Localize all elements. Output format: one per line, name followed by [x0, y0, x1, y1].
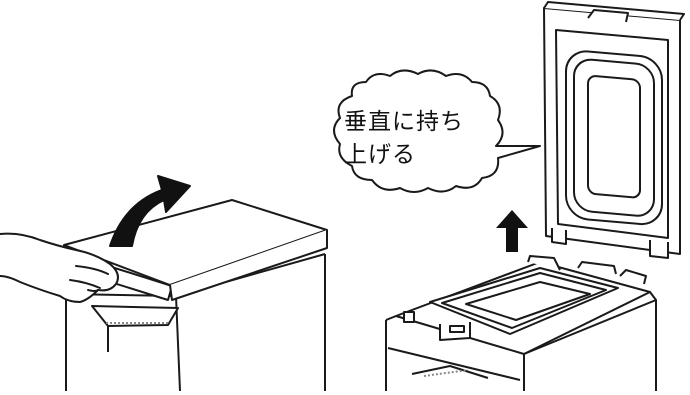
hand-illustration — [0, 232, 119, 303]
speech-bubble — [333, 69, 541, 193]
speech-bubble-line1: 垂直に持ち — [344, 109, 464, 135]
speech-bubble-text: 垂直に持ち 上げる — [344, 106, 494, 172]
speech-bubble-line2: 上げる — [344, 142, 416, 168]
open-bin-lid — [543, 1, 685, 259]
open-bin-body — [385, 255, 657, 391]
lift-up-arrow — [496, 210, 528, 252]
lift-curved-arrow — [109, 175, 191, 247]
closed-bin-front-recess — [91, 305, 179, 327]
closed-bin — [63, 199, 328, 392]
